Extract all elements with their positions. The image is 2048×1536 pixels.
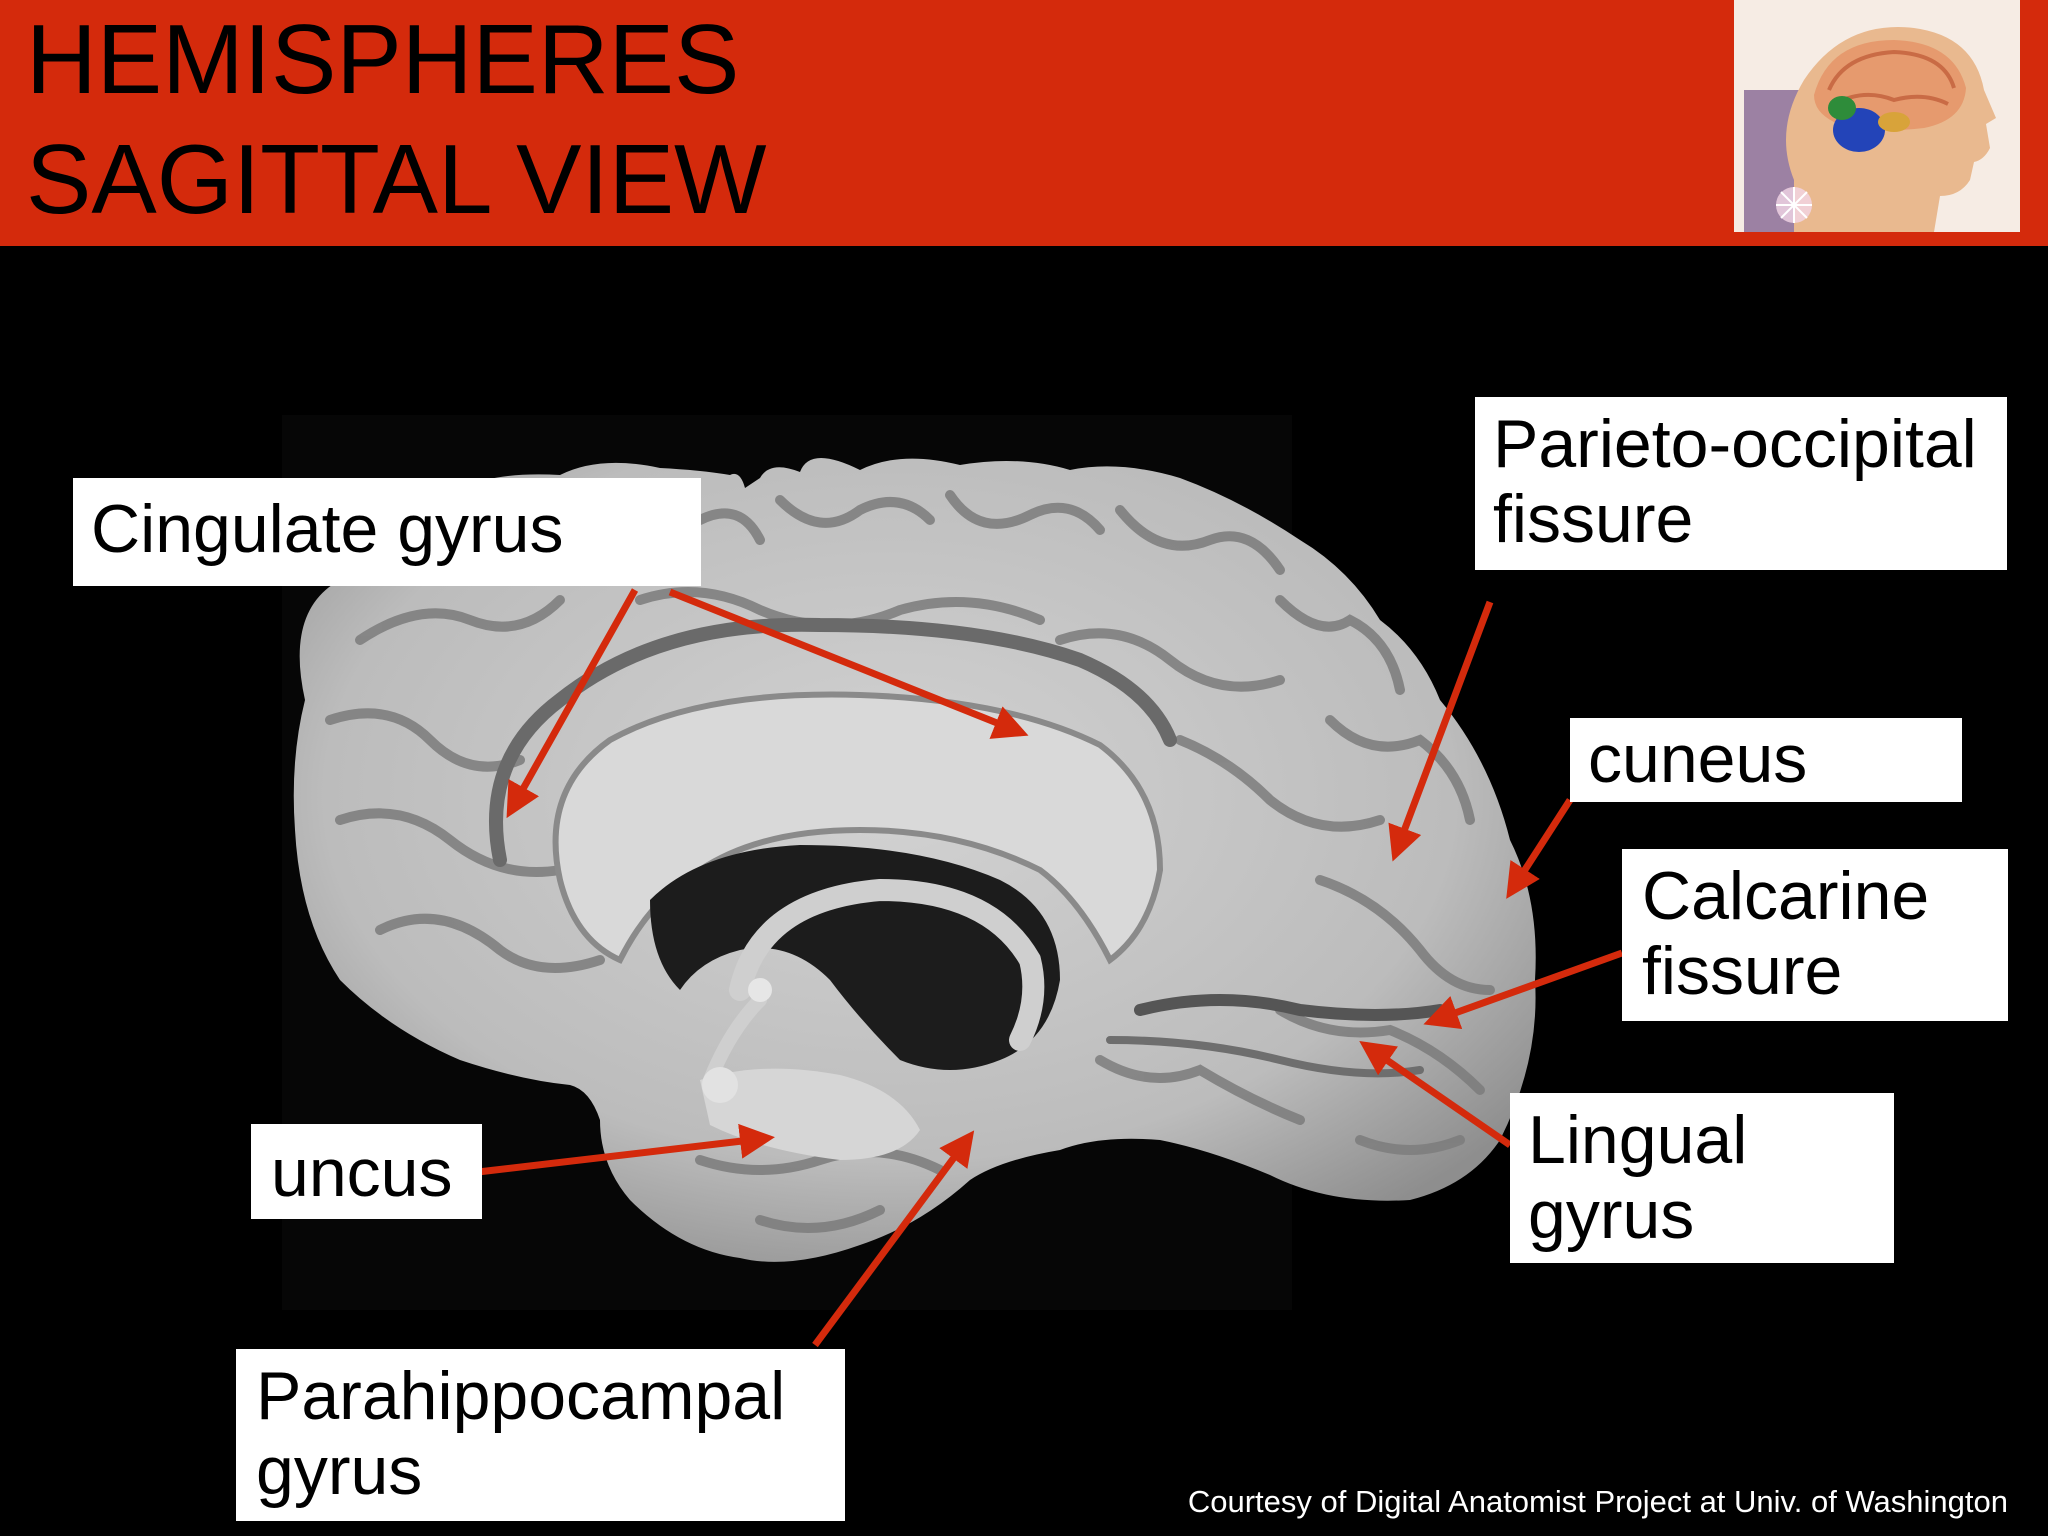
- label-uncus: uncus: [251, 1124, 482, 1219]
- arrow-lingual: [1359, 1041, 1512, 1148]
- brain-head-logo-svg: [1734, 0, 2020, 232]
- annotation-arrows: [477, 588, 1624, 1348]
- label-calcarine-line-1: Calcarine: [1642, 858, 1930, 934]
- arrow-uncus: [477, 1123, 775, 1176]
- image-credit: Courtesy of Digital Anatomist Project at…: [1187, 1484, 2008, 1519]
- label-cingulate-gyrus-text: Cingulate gyrus: [91, 491, 564, 567]
- label-cuneus-text: cuneus: [1588, 721, 1808, 797]
- label-lingual-gyrus: Lingual gyrus: [1510, 1093, 1894, 1263]
- label-calcarine-fissure: Calcarine fissure: [1622, 849, 2008, 1021]
- label-parieto-occipital-fissure: Parieto-occipital fissure: [1475, 397, 2007, 570]
- label-parieto-occipital-line-2: fissure: [1493, 480, 1694, 557]
- label-parahippocampal-gyrus: Parahippocampal gyrus: [236, 1349, 845, 1521]
- title-banner: HEMISPHERES SAGITTAL VIEW: [0, 0, 2048, 246]
- arrow-parahippocampal: [812, 1130, 975, 1348]
- label-cingulate-gyrus: Cingulate gyrus: [73, 478, 701, 586]
- arrow-cingulate-1: [506, 588, 639, 819]
- arrow-calcarine: [1423, 949, 1624, 1029]
- label-lingual-line-1: Lingual: [1528, 1102, 1748, 1178]
- arrow-cingulate-2: [668, 588, 1029, 739]
- arrow-parieto-occipital: [1388, 600, 1494, 862]
- label-uncus-text: uncus: [271, 1135, 453, 1211]
- label-calcarine-line-2: fissure: [1642, 932, 1843, 1009]
- label-cuneus: cuneus: [1570, 718, 1962, 802]
- page-title-line-1: HEMISPHERES: [26, 4, 740, 114]
- page-title-line-2: SAGITTAL VIEW: [26, 124, 767, 234]
- brain-head-icon: [1734, 0, 2020, 232]
- label-parieto-occipital-line-1: Parieto-occipital: [1493, 406, 1977, 482]
- label-lingual-line-2: gyrus: [1528, 1176, 1695, 1253]
- label-parahippocampal-line-2: gyrus: [256, 1432, 423, 1509]
- arrow-cuneus: [1506, 798, 1573, 899]
- label-parahippocampal-line-1: Parahippocampal: [256, 1358, 786, 1434]
